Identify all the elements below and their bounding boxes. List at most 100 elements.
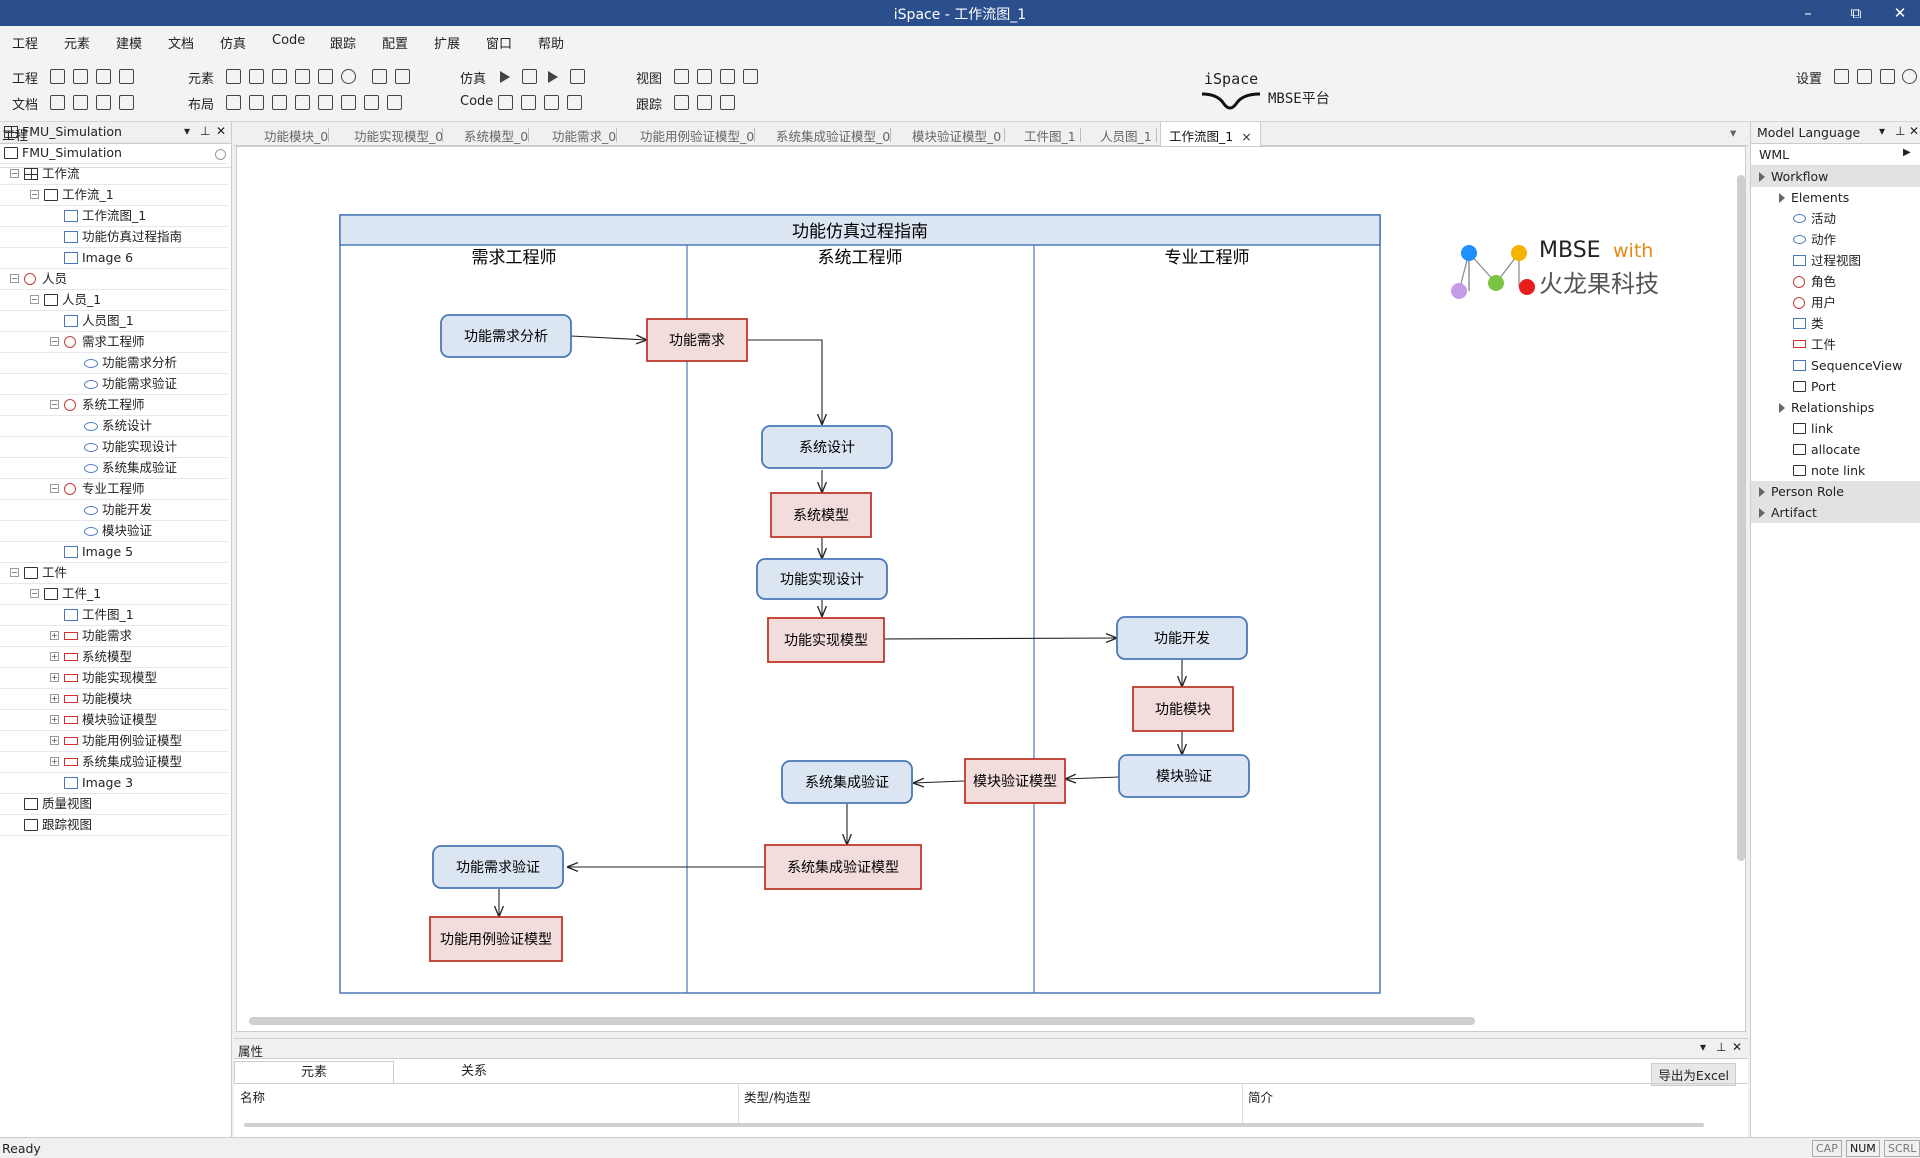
menu-project[interactable]: 工程 bbox=[12, 37, 39, 52]
properties-scrollbar[interactable] bbox=[244, 1123, 1704, 1127]
tree-item[interactable]: +功能用例验证模型 bbox=[0, 731, 228, 752]
save-all-icon[interactable] bbox=[119, 69, 134, 84]
tree-item[interactable]: −工作流 bbox=[0, 164, 228, 185]
expand-arrow-icon[interactable] bbox=[1779, 403, 1785, 413]
tab-list-dropdown-icon[interactable]: ▾ bbox=[1730, 125, 1737, 140]
menu-code[interactable]: Code bbox=[272, 33, 306, 48]
excel-export-icon[interactable] bbox=[73, 95, 88, 110]
menu-trace[interactable]: 跟踪 bbox=[330, 37, 357, 52]
artifact-模块验证模型[interactable]: 模块验证模型 bbox=[964, 758, 1066, 804]
palette-item[interactable]: 用户 bbox=[1751, 292, 1920, 313]
close-window-button[interactable]: ✕ bbox=[1893, 4, 1907, 22]
expand-arrow-icon[interactable] bbox=[1779, 193, 1785, 203]
tree-item[interactable]: −需求工程师 bbox=[0, 332, 228, 353]
palette-item[interactable]: allocate bbox=[1751, 439, 1920, 460]
tab-工件图_1[interactable]: 工件图_1 bbox=[1024, 129, 1076, 144]
align-middle-icon[interactable] bbox=[249, 69, 264, 84]
grid-icon[interactable] bbox=[295, 69, 310, 84]
menu-extension[interactable]: 扩展 bbox=[434, 37, 461, 52]
activity-功能需求验证[interactable]: 功能需求验证 bbox=[432, 845, 564, 889]
tree-item[interactable]: −工件_1 bbox=[0, 584, 228, 605]
layout-right-icon[interactable] bbox=[272, 95, 287, 110]
palette-item[interactable]: link bbox=[1751, 418, 1920, 439]
expand-arrow-icon[interactable] bbox=[1759, 172, 1765, 182]
tree-item[interactable]: 功能实现设计 bbox=[0, 437, 228, 458]
panel-dropdown-icon[interactable]: ▾ bbox=[1700, 1040, 1707, 1054]
panel-dropdown-icon[interactable]: ▾ bbox=[1879, 124, 1886, 138]
run-icon[interactable] bbox=[500, 71, 510, 83]
tree-item[interactable]: −人员_1 bbox=[0, 290, 228, 311]
xml-export-icon[interactable] bbox=[119, 95, 134, 110]
palette-item[interactable]: 动作 bbox=[1751, 229, 1920, 250]
wrench-icon[interactable] bbox=[1834, 69, 1849, 84]
artifact-功能模块[interactable]: 功能模块 bbox=[1132, 686, 1234, 732]
close-tab-icon[interactable]: × bbox=[1241, 129, 1252, 144]
new-project-icon[interactable] bbox=[50, 69, 65, 84]
expand-icon[interactable]: + bbox=[50, 736, 59, 745]
palette-item[interactable]: Relationships bbox=[1751, 397, 1920, 418]
activity-系统集成验证[interactable]: 系统集成验证 bbox=[781, 760, 913, 804]
tree-item[interactable]: −系统工程师 bbox=[0, 395, 228, 416]
expand-arrow-icon[interactable] bbox=[1759, 487, 1765, 497]
palette-item[interactable]: Artifact bbox=[1751, 502, 1920, 523]
trace-matrix-icon[interactable] bbox=[674, 95, 689, 110]
artifact-功能需求[interactable]: 功能需求 bbox=[646, 318, 748, 362]
collapse-icon[interactable]: − bbox=[50, 400, 59, 409]
trace-list-icon[interactable] bbox=[720, 95, 735, 110]
trace-link-icon[interactable] bbox=[697, 95, 712, 110]
expand-icon[interactable]: + bbox=[50, 715, 59, 724]
menu-modeling[interactable]: 建模 bbox=[116, 37, 143, 52]
menu-element[interactable]: 元素 bbox=[64, 37, 91, 52]
align-bottom-icon[interactable] bbox=[272, 69, 287, 84]
tree-item[interactable]: −工件 bbox=[0, 563, 228, 584]
expand-icon[interactable]: + bbox=[50, 673, 59, 682]
activity-功能需求分析[interactable]: 功能需求分析 bbox=[440, 314, 572, 358]
column-type[interactable]: 类型/构造型 bbox=[744, 1090, 811, 1105]
export-excel-button[interactable]: 导出为Excel bbox=[1651, 1063, 1736, 1086]
tree-item[interactable]: −FMU_Simulation bbox=[0, 143, 228, 164]
layout-person-icon[interactable] bbox=[387, 95, 402, 110]
fullscreen-icon[interactable] bbox=[1880, 69, 1895, 84]
tree-item[interactable]: +系统集成验证模型 bbox=[0, 752, 228, 773]
tree-item[interactable]: +功能模块 bbox=[0, 689, 228, 710]
tab-功能模块_0[interactable]: 功能模块_0 bbox=[264, 129, 329, 144]
menu-help[interactable]: 帮助 bbox=[538, 37, 565, 52]
user-icon[interactable] bbox=[1902, 69, 1917, 84]
activity-模块验证[interactable]: 模块验证 bbox=[1118, 754, 1250, 798]
view-tree-icon[interactable] bbox=[674, 69, 689, 84]
tree-item[interactable]: −人员 bbox=[0, 269, 228, 290]
tree-item[interactable]: 跟踪视图 bbox=[0, 815, 228, 836]
palette-item[interactable]: Elements bbox=[1751, 187, 1920, 208]
tree-item[interactable]: 功能开发 bbox=[0, 500, 228, 521]
diagram-canvas[interactable]: 功能仿真过程指南 需求工程师 系统工程师 专业工程师 功能需求分析 bbox=[236, 146, 1746, 1032]
minimize-button[interactable]: – bbox=[1804, 4, 1812, 22]
tree-item[interactable]: Image 6 bbox=[0, 248, 228, 269]
artifact-功能实现模型[interactable]: 功能实现模型 bbox=[767, 617, 885, 663]
tab-模块验证模型_0[interactable]: 模块验证模型_0 bbox=[912, 129, 1002, 144]
language-selector[interactable]: WML ▶ bbox=[1751, 144, 1920, 166]
tree-item[interactable]: 人员图_1 bbox=[0, 311, 228, 332]
tab-功能实现模型_0[interactable]: 功能实现模型_0 bbox=[354, 129, 444, 144]
restore-button[interactable]: ⧉ bbox=[1850, 4, 1862, 22]
palette-item[interactable]: 活动 bbox=[1751, 208, 1920, 229]
word-export-icon[interactable] bbox=[50, 95, 65, 110]
expand-icon[interactable]: + bbox=[50, 631, 59, 640]
tab-工作流图_1[interactable]: 工作流图_1× bbox=[1160, 122, 1261, 146]
tab-人员图_1[interactable]: 人员图_1 bbox=[1100, 129, 1152, 144]
export-icon[interactable] bbox=[1857, 69, 1872, 84]
artifact-功能用例验证模型[interactable]: 功能用例验证模型 bbox=[429, 916, 563, 962]
step-icon[interactable] bbox=[548, 71, 558, 83]
tree-item[interactable]: 功能需求验证 bbox=[0, 374, 228, 395]
panel-pin-icon[interactable]: ⊥ bbox=[1895, 124, 1906, 138]
palette-item[interactable]: Port bbox=[1751, 376, 1920, 397]
mbse-logo-image[interactable]: MBSE with 火龙果科技 bbox=[1451, 238, 1659, 299]
layout-left-icon[interactable] bbox=[226, 95, 241, 110]
collapse-icon[interactable]: − bbox=[10, 274, 19, 283]
tab-relations[interactable]: 关系 bbox=[460, 1064, 487, 1079]
menu-document[interactable]: 文档 bbox=[168, 37, 195, 52]
tree-item[interactable]: 系统设计 bbox=[0, 416, 228, 437]
tree-item[interactable]: +功能实现模型 bbox=[0, 668, 228, 689]
tree-item[interactable]: +模块验证模型 bbox=[0, 710, 228, 731]
collapse-icon[interactable]: − bbox=[10, 568, 19, 577]
column-name[interactable]: 名称 bbox=[240, 1090, 266, 1105]
